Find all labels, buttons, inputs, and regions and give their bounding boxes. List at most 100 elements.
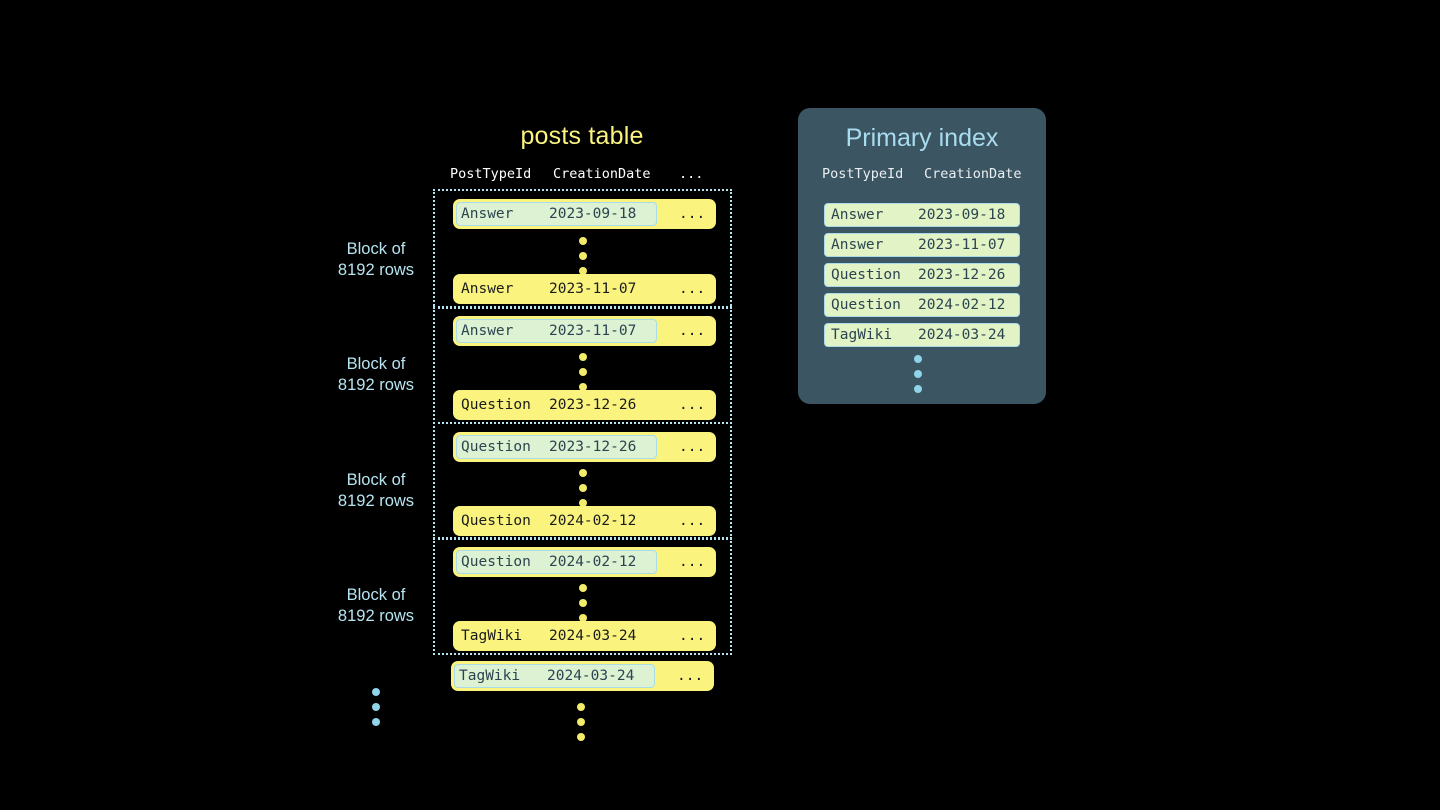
row-highlight-cell xyxy=(456,435,657,459)
cell-ellipsis: ... xyxy=(677,668,704,684)
table-row: Answer 2023-11-07 ... xyxy=(453,316,716,346)
table-row: Question 2023-12-26 ... xyxy=(453,390,716,420)
row-ellipsis-vertical xyxy=(579,353,589,398)
table-row: Answer 2023-11-07 ... xyxy=(453,274,716,304)
ellipsis-dot xyxy=(579,237,587,245)
ellipsis-dot xyxy=(579,383,587,391)
cell-posttypeid: Answer xyxy=(461,281,514,297)
ellipsis-dot xyxy=(372,703,380,711)
cell-posttypeid: Answer xyxy=(461,323,514,339)
row-ellipsis-vertical xyxy=(579,469,589,514)
index-cell-posttypeid: TagWiki xyxy=(831,327,893,343)
cell-ellipsis: ... xyxy=(679,397,706,413)
index-column-header-posttypeid: PostTypeId xyxy=(822,166,904,182)
blocks-ellipsis-vertical xyxy=(372,688,382,733)
block-3: Question 2023-12-26 ... Question 2024-02… xyxy=(433,422,732,540)
index-row: TagWiki 2024-03-24 xyxy=(824,323,1020,347)
cell-posttypeid: TagWiki xyxy=(459,668,521,684)
cell-ellipsis: ... xyxy=(679,628,706,644)
ellipsis-dot xyxy=(914,385,922,393)
ellipsis-dot xyxy=(577,718,585,726)
cell-creationdate: 2023-09-18 xyxy=(549,206,637,222)
ellipsis-dot xyxy=(579,614,587,622)
ellipsis-dot xyxy=(579,499,587,507)
index-cell-creationdate: 2023-12-26 xyxy=(918,267,1006,283)
ellipsis-dot xyxy=(579,368,587,376)
table-row: Answer 2023-09-18 ... xyxy=(453,199,716,229)
block-label-4-line2: 8192 rows xyxy=(337,607,415,625)
block-label-4: Block of 8192 rows xyxy=(301,585,451,627)
cell-ellipsis: ... xyxy=(679,206,706,222)
ellipsis-dot xyxy=(579,484,587,492)
row-highlight-cell xyxy=(456,202,657,226)
column-header-posttypeid: PostTypeId xyxy=(450,166,532,182)
ellipsis-dot xyxy=(579,252,587,260)
index-cell-creationdate: 2024-02-12 xyxy=(918,297,1006,313)
ellipsis-dot xyxy=(372,718,380,726)
row-ellipsis-vertical xyxy=(579,584,589,629)
cell-creationdate: 2024-02-12 xyxy=(549,554,637,570)
cell-posttypeid: Question xyxy=(461,397,531,413)
table-ellipsis-vertical xyxy=(577,703,587,748)
block-label-3-line2: 8192 rows xyxy=(337,492,415,510)
cell-posttypeid: Answer xyxy=(461,206,514,222)
cell-ellipsis: ... xyxy=(679,439,706,455)
index-row: Answer 2023-11-07 xyxy=(824,233,1020,257)
primary-index-column-headers: PostTypeId CreationDate xyxy=(798,166,1046,186)
table-row: TagWiki 2024-03-24 ... xyxy=(451,661,714,691)
index-cell-creationdate: 2023-09-18 xyxy=(918,207,1006,223)
index-cell-posttypeid: Answer xyxy=(831,207,884,223)
block-1: Answer 2023-09-18 ... Answer 2023-11-07 … xyxy=(433,189,732,309)
cell-posttypeid: TagWiki xyxy=(461,628,523,644)
block-label-4-line1: Block of xyxy=(346,586,406,604)
cell-ellipsis: ... xyxy=(679,513,706,529)
cell-creationdate: 2023-12-26 xyxy=(549,439,637,455)
ellipsis-dot xyxy=(372,688,380,696)
cell-creationdate: 2023-12-26 xyxy=(549,397,637,413)
index-row: Question 2024-02-12 xyxy=(824,293,1020,317)
cell-creationdate: 2024-03-24 xyxy=(549,628,637,644)
row-highlight-cell xyxy=(454,664,655,688)
ellipsis-dot xyxy=(577,733,585,741)
cell-ellipsis: ... xyxy=(679,323,706,339)
primary-index-panel: Primary index PostTypeId CreationDate An… xyxy=(798,108,1046,404)
ellipsis-dot xyxy=(579,267,587,275)
block-4: Question 2024-02-12 ... TagWiki 2024-03-… xyxy=(433,537,732,655)
block-label-2: Block of 8192 rows xyxy=(301,354,451,396)
cell-creationdate: 2024-03-24 xyxy=(547,668,635,684)
index-row: Answer 2023-09-18 xyxy=(824,203,1020,227)
table-row: TagWiki 2024-03-24 ... xyxy=(453,621,716,651)
column-header-ellipsis: ... xyxy=(679,166,704,182)
index-cell-posttypeid: Question xyxy=(831,267,901,283)
ellipsis-dot xyxy=(914,370,922,378)
row-highlight-cell xyxy=(456,550,657,574)
table-row: Question 2024-02-12 ... xyxy=(453,547,716,577)
row-highlight-cell xyxy=(456,319,657,343)
block-label-1: Block of 8192 rows xyxy=(301,239,451,281)
block-label-1-line1: Block of xyxy=(346,240,406,258)
index-column-header-creationdate: CreationDate xyxy=(924,166,1022,182)
ellipsis-dot xyxy=(577,703,585,711)
cell-ellipsis: ... xyxy=(679,281,706,297)
row-ellipsis-vertical xyxy=(579,237,589,282)
ellipsis-dot xyxy=(914,355,922,363)
posts-table-title: posts table xyxy=(520,122,644,150)
posts-table-column-headers: PostTypeId CreationDate ... xyxy=(433,166,732,186)
column-header-creationdate: CreationDate xyxy=(553,166,651,182)
index-cell-creationdate: 2024-03-24 xyxy=(918,327,1006,343)
ellipsis-dot xyxy=(579,599,587,607)
block-label-1-line2: 8192 rows xyxy=(337,261,415,279)
primary-index-title: Primary index xyxy=(845,124,999,152)
cell-creationdate: 2023-11-07 xyxy=(549,281,637,297)
block-2: Answer 2023-11-07 ... Question 2023-12-2… xyxy=(433,306,732,424)
cell-creationdate: 2023-11-07 xyxy=(549,323,637,339)
cell-posttypeid: Question xyxy=(461,554,531,570)
table-row: Question 2024-02-12 ... xyxy=(453,506,716,536)
cell-creationdate: 2024-02-12 xyxy=(549,513,637,529)
table-row: Question 2023-12-26 ... xyxy=(453,432,716,462)
ellipsis-dot xyxy=(579,353,587,361)
block-label-2-line2: 8192 rows xyxy=(337,376,415,394)
block-label-3: Block of 8192 rows xyxy=(301,470,451,512)
ellipsis-dot xyxy=(579,469,587,477)
